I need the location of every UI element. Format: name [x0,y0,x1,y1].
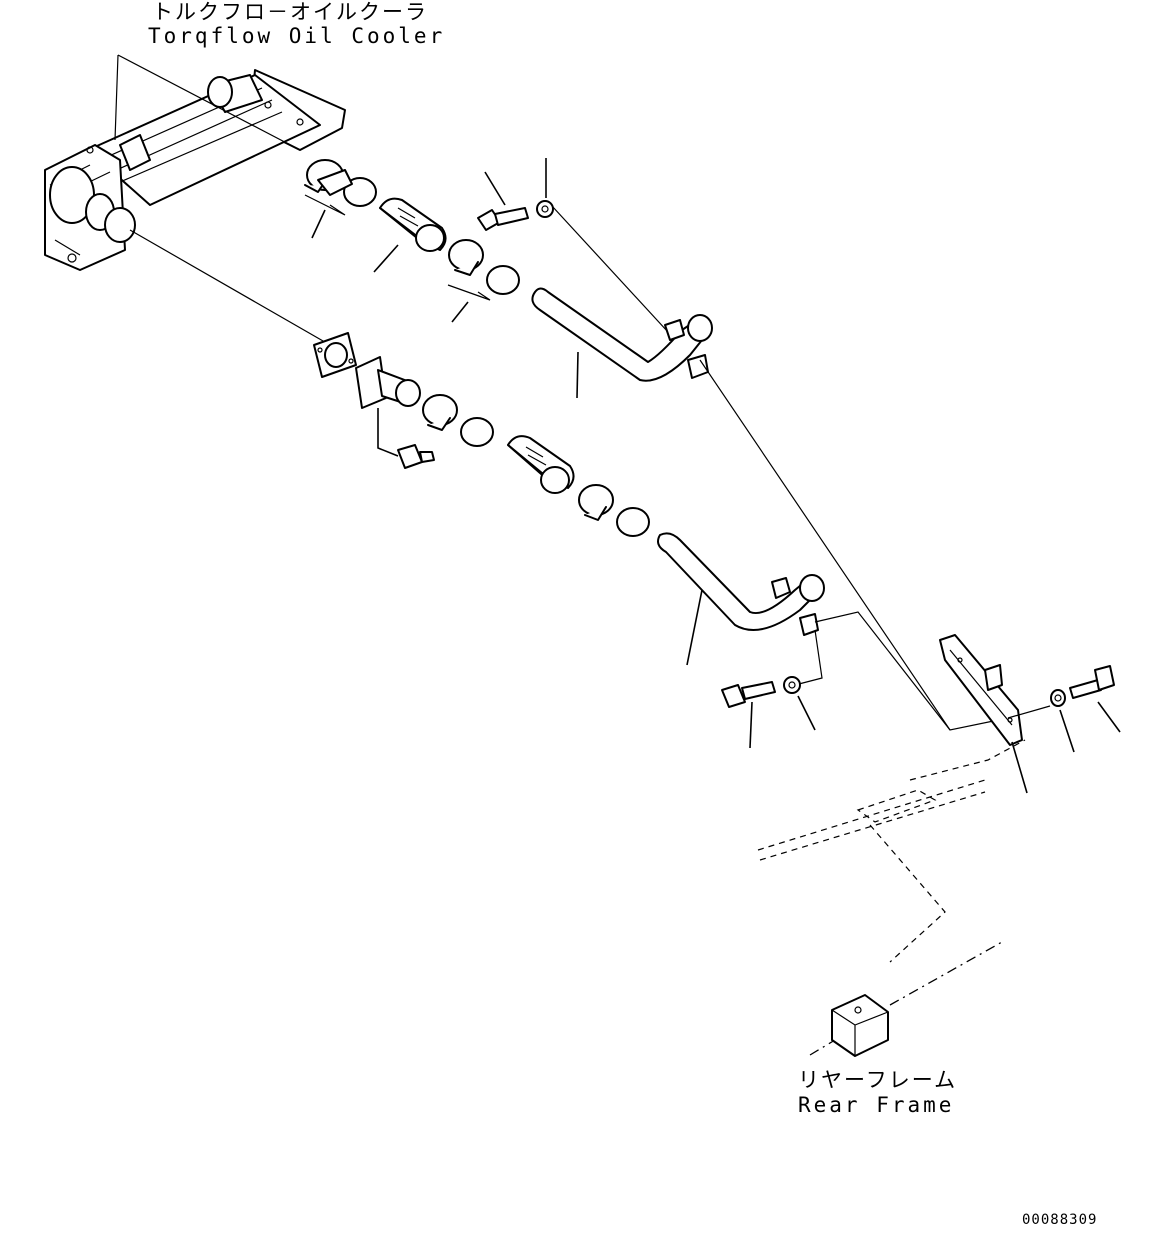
bracket-washer [1050,689,1066,707]
lower-rubber-hose [507,435,575,494]
rear-frame-member [757,739,1026,963]
upper-rubber-hose [379,197,447,252]
lower-hose-clamp-2 [578,484,650,537]
upper-hose-clamp-2 [448,239,520,295]
rear-frame-block [831,994,889,1057]
upper-hose-clamp-1 [304,159,377,207]
rear-frame-label-jp: リヤーフレーム [798,1068,958,1092]
bracket-bolt [1069,665,1115,699]
flange-elbow [355,356,421,409]
oil-cooler-assembly [44,69,346,271]
lower-hose-clamp-1 [422,394,494,447]
oil-cooler-label-jp: トルクフロ－オイルクーラ [152,0,428,24]
pipe-bracket [939,634,1023,746]
document-number: 00088309 [1022,1212,1098,1228]
upper-bolt [477,207,529,231]
lower-steel-pipe [657,532,825,636]
gasket [313,332,357,378]
upper-washer [536,200,554,218]
oil-cooler-label-en: Torqflow Oil Cooler [148,24,446,48]
lower-washer [783,676,801,694]
upper-steel-pipe [531,287,713,382]
lower-bolt-1 [397,444,435,469]
lower-bolt-2 [721,681,776,708]
rear-frame-label-en: Rear Frame [798,1093,955,1117]
